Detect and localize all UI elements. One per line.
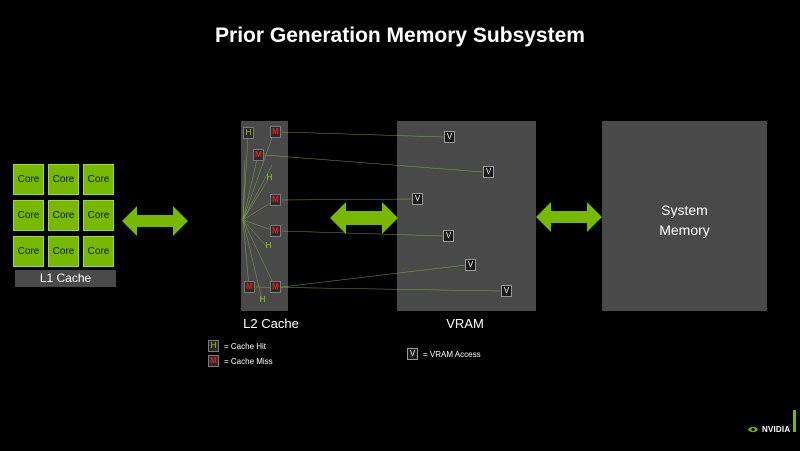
core-grid: Core Core Core Core Core Core Core Core … <box>13 164 116 268</box>
core-box: Core <box>13 236 44 267</box>
nvidia-logo-text: NVIDIA <box>762 425 791 434</box>
cache-hit-marker: H <box>266 173 273 182</box>
nvidia-logo: NVIDIA <box>747 425 790 434</box>
core-box: Core <box>13 164 44 195</box>
l1-l2-double-arrow <box>122 206 188 236</box>
legend-hit-symbol: H <box>208 340 219 352</box>
core-box: Core <box>48 164 79 195</box>
legend-miss-symbol: M <box>208 355 219 367</box>
cache-miss-marker: M <box>270 225 281 237</box>
cache-miss-marker: M <box>253 149 264 161</box>
vram-block <box>397 121 536 311</box>
page-title: Prior Generation Memory Subsystem <box>215 24 585 47</box>
vram-label: VRAM <box>446 316 484 331</box>
cache-miss-marker: M <box>244 281 255 293</box>
cache-hit-marker: H <box>265 241 272 250</box>
vram-access-marker: V <box>465 259 476 271</box>
system-memory-block <box>602 121 767 311</box>
legend-vram-access: V = VRAM Access <box>407 348 481 360</box>
nvidia-eye-icon <box>748 426 758 433</box>
vram-access-marker: V <box>483 166 494 178</box>
core-box: Core <box>48 200 79 231</box>
legend-hit-text: = Cache Hit <box>224 341 267 351</box>
legend-cache-hit: H = Cache Hit <box>208 340 266 352</box>
l1-cache-label: L1 Cache <box>15 270 116 287</box>
core-box: Core <box>83 200 114 231</box>
cache-miss-marker: M <box>270 194 281 206</box>
l2-cache-label: L2 Cache <box>243 316 299 331</box>
accent-bar <box>793 410 796 432</box>
vram-access-marker: V <box>412 193 423 205</box>
legend-cache-miss: M = Cache Miss <box>208 355 273 367</box>
core-box: Core <box>48 236 79 267</box>
vram-access-marker: V <box>444 131 455 143</box>
core-box: Core <box>83 164 114 195</box>
vram-access-marker: V <box>443 230 454 242</box>
legend-miss-text: = Cache Miss <box>224 356 273 366</box>
core-box: Core <box>83 236 114 267</box>
cache-hit-marker: H <box>243 127 254 139</box>
cache-hit-marker: H <box>259 295 266 304</box>
legend-vram-text: = VRAM Access <box>423 349 481 359</box>
system-memory-label: System Memory <box>602 200 767 240</box>
vram-sysmem-double-arrow <box>536 202 602 232</box>
vram-access-marker: V <box>501 285 512 297</box>
system-memory-label-line2: Memory <box>659 222 710 238</box>
core-box: Core <box>13 200 44 231</box>
cache-miss-marker: M <box>270 126 281 138</box>
legend-vram-symbol: V <box>407 348 418 360</box>
system-memory-label-line1: System <box>661 202 708 218</box>
cache-miss-marker: M <box>270 281 281 293</box>
l2-vram-double-arrow <box>330 202 398 234</box>
l2-cache-block <box>241 121 288 311</box>
